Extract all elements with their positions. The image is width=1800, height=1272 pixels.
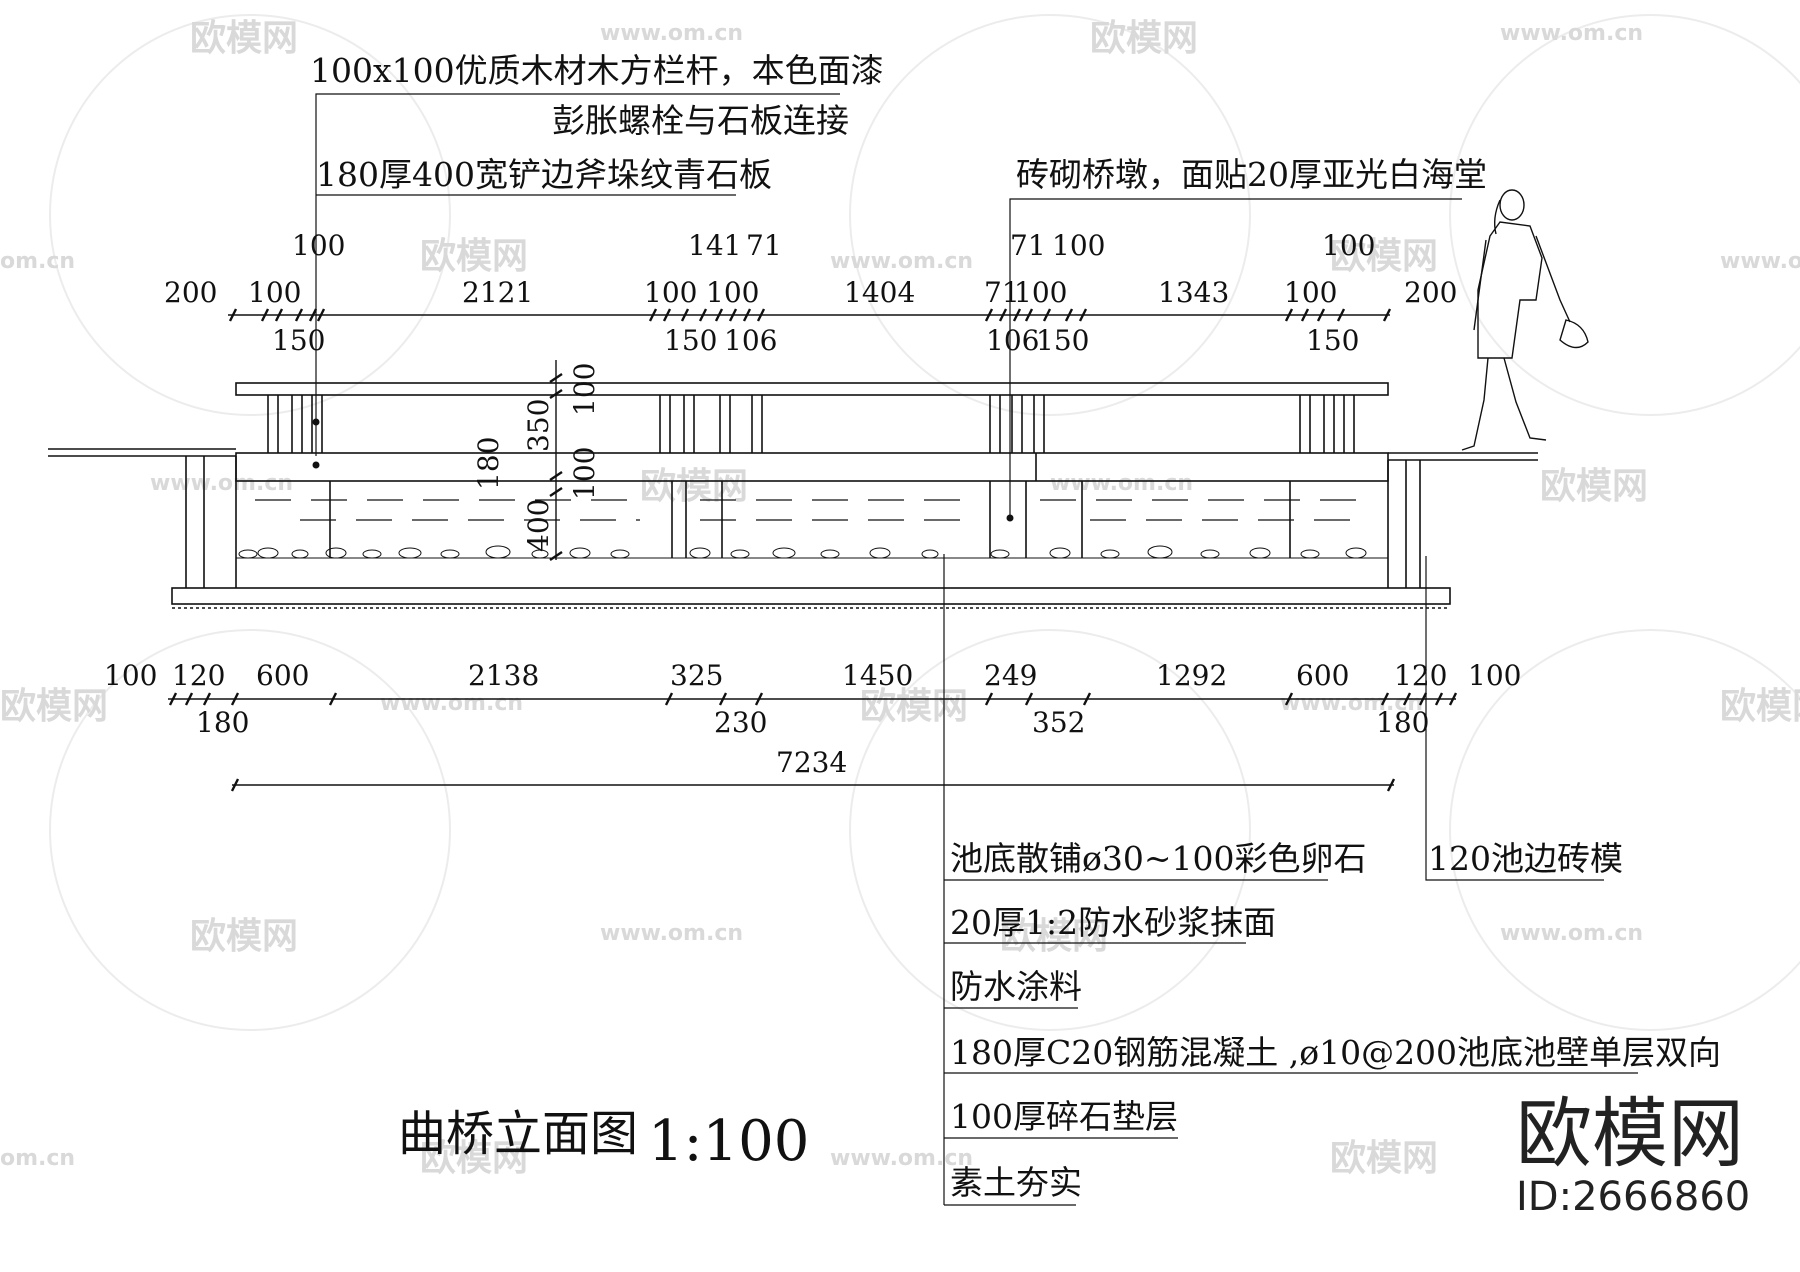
- watermark-layer: 欧模网 欧模网 欧模网 欧模网 欧模网 欧模网 欧模网 欧模网 欧模网 欧模网 …: [0, 14, 1800, 1179]
- dim-label: 200: [164, 276, 217, 309]
- dim-label-vertical: 400: [522, 499, 555, 552]
- dim-label: 2138: [468, 659, 539, 692]
- watermark-url: www.om.cn: [600, 21, 743, 46]
- watermark-url: www.om.cn: [1280, 691, 1423, 716]
- leader-lines: [315, 93, 1638, 1206]
- dim-label: 100: [1322, 229, 1375, 262]
- dim-label: 120: [1394, 659, 1447, 692]
- dim-label: 352: [1032, 706, 1085, 739]
- dim-label: 230: [714, 706, 767, 739]
- note-pier: 砖砌桥墩，面贴20厚亚光白海堂: [1016, 155, 1487, 194]
- dim-label: 150: [664, 324, 717, 357]
- watermark-logo: 欧模网: [860, 686, 968, 727]
- dimension-lines: [168, 314, 1456, 786]
- watermark-logo: 欧模网: [1720, 686, 1800, 727]
- dim-label: 71: [746, 229, 782, 262]
- watermark-url: www.om.cn: [1720, 249, 1800, 274]
- note-bolt: 彭胀螺栓与石板连接: [552, 101, 849, 140]
- dim-label: 120: [172, 659, 225, 692]
- dim-label: 100: [1052, 229, 1105, 262]
- note-mortar: 20厚1:2防水砂浆抹面: [950, 903, 1276, 942]
- material-annotations: 100x100优质木材木方栏杆，本色面漆 彭胀螺栓与石板连接 180厚400宽铲…: [310, 51, 1721, 1202]
- watermark-logo: 欧模网: [190, 18, 298, 59]
- dim-label: 100: [248, 276, 301, 309]
- dim-label-vertical: 100: [568, 447, 601, 500]
- dim-label: 200: [1404, 276, 1457, 309]
- watermark-logo: 欧模网: [1330, 1138, 1438, 1179]
- watermark-url: www.om.cn: [1050, 471, 1193, 496]
- dim-label: 100: [1014, 276, 1067, 309]
- dim-label: 71: [984, 276, 1020, 309]
- dim-label: 1343: [1158, 276, 1229, 309]
- dim-label: 150: [1036, 324, 1089, 357]
- note-concrete: 180厚C20钢筋混凝土 ,ø10@200池底池壁单层双向: [950, 1033, 1721, 1072]
- dim-label: 150: [272, 324, 325, 357]
- brand-id: ID:2666860: [1516, 1174, 1750, 1220]
- dim-label: 106: [724, 324, 777, 357]
- dim-label: 100: [644, 276, 697, 309]
- dim-label: 106: [986, 324, 1039, 357]
- title-text: 曲桥立面图: [398, 1106, 638, 1162]
- watermark-logo: 欧模网: [1330, 236, 1438, 277]
- dim-label-vertical: 100: [568, 363, 601, 416]
- watermark-logo: 欧模网: [1000, 916, 1108, 957]
- brand-logo: 欧模网: [1516, 1089, 1744, 1178]
- watermark-logo: 欧模网: [1540, 466, 1648, 507]
- watermark-url: www.om.cn: [830, 1146, 973, 1171]
- dim-label: 100: [104, 659, 157, 692]
- note-gravel: 100厚碎石垫层: [950, 1097, 1178, 1136]
- dim-label: 1292: [1156, 659, 1227, 692]
- watermark-url: www.om.cn: [150, 471, 293, 496]
- dim-label: 180: [1376, 706, 1429, 739]
- note-slab: 180厚400宽铲边斧垛纹青石板: [316, 155, 772, 194]
- note-brick: 120池边砖模: [1428, 839, 1623, 878]
- dim-label: 600: [256, 659, 309, 692]
- watermark-logo: 欧模网: [190, 916, 298, 957]
- dim-label: 100: [706, 276, 759, 309]
- watermark-url: om.cn: [0, 1146, 75, 1171]
- note-soil: 素土夯实: [950, 1163, 1082, 1202]
- dim-label: 100: [1468, 659, 1521, 692]
- drawing-title: 曲桥立面图 1:100: [398, 1106, 809, 1174]
- watermark-url: www.om.cn: [380, 691, 523, 716]
- note-pebble: 池底散铺ø30~100彩色卵石: [950, 839, 1367, 878]
- leader-dots: [312, 418, 1014, 522]
- watermark-url: www.om.cn: [830, 249, 973, 274]
- dim-label: 71: [1010, 229, 1046, 262]
- scale-figure-person: [1461, 189, 1589, 451]
- dim-label: 1450: [842, 659, 913, 692]
- dim-label-vertical: 180: [472, 437, 505, 490]
- dimension-ticks: [168, 308, 1458, 792]
- dim-label: 100: [1284, 276, 1337, 309]
- dim-label: 2121: [462, 276, 533, 309]
- watermark-url: www.om.cn: [1500, 21, 1643, 46]
- dim-label: 141: [688, 229, 741, 262]
- note-coating: 防水涂料: [950, 967, 1082, 1006]
- dim-label: 249: [984, 659, 1037, 692]
- bridge-structure: [48, 382, 1538, 609]
- watermark-logo: 欧模网: [420, 1138, 528, 1179]
- note-railing: 100x100优质木材木方栏杆，本色面漆: [310, 51, 884, 90]
- dim-label-vertical: 350: [522, 399, 555, 452]
- dim-label-total: 7234: [776, 746, 847, 779]
- watermark-url: www.om.cn: [1500, 921, 1643, 946]
- watermark-logo: 欧模网: [1090, 18, 1198, 59]
- dim-label: 150: [1306, 324, 1359, 357]
- watermark-logo: 欧模网: [420, 236, 528, 277]
- dim-label: 325: [670, 659, 723, 692]
- dim-label: 1404: [844, 276, 915, 309]
- dim-label: 600: [1296, 659, 1349, 692]
- watermark-url: om.cn: [0, 249, 75, 274]
- dim-label: 100: [292, 229, 345, 262]
- watermark-logo: 欧模网: [640, 466, 748, 507]
- watermark-url: www.om.cn: [600, 921, 743, 946]
- dim-label: 180: [196, 706, 249, 739]
- title-scale: 1:100: [648, 1109, 809, 1174]
- brand-block: 欧模网 ID:2666860: [1516, 1089, 1750, 1220]
- dimension-labels: 100 141 71 71 100 100 200 100 2121 100 1…: [104, 229, 1521, 779]
- watermark-logo: 欧模网: [0, 686, 108, 727]
